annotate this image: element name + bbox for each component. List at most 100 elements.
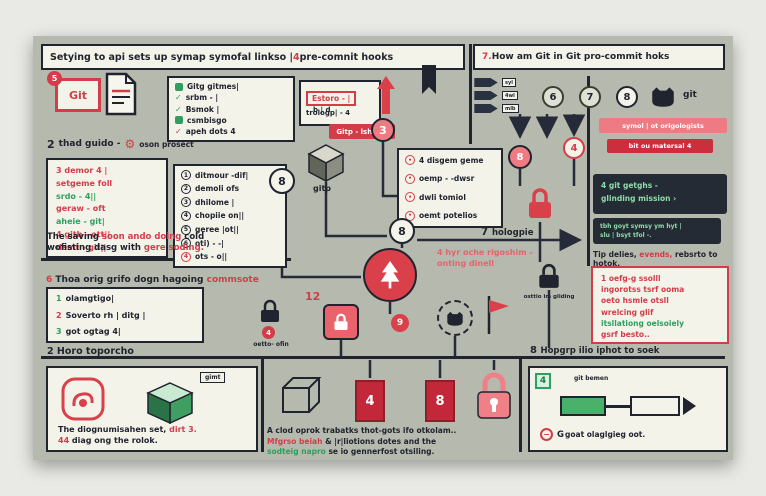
row-num: 2 (56, 310, 62, 320)
tip-seg: rebsrto to hotok. (593, 250, 718, 268)
dashed-cat-node (437, 300, 473, 336)
terminal-line: 4 git getghs - (601, 181, 658, 190)
badge-4: 4 (262, 326, 275, 339)
gitp-pill-label: Gitp - lsh oto (336, 127, 388, 136)
caption-seg: cold (181, 232, 205, 242)
node-circle-4-red: 4 (563, 137, 585, 159)
red-circle-icon: • (405, 192, 415, 203)
mid-list-label: oemt potelios (419, 211, 478, 221)
row-label: Soverto rh | ditg | (65, 310, 146, 320)
title-left-b: 4 (292, 51, 300, 63)
terminal-line: glinding mission › (601, 194, 677, 203)
pink-badge-label: symol | ot origologists (622, 121, 704, 130)
pink-lock-node (323, 304, 359, 340)
red-command-list: 3 demor 4 | setgeme foll srdo - 4|| gera… (46, 158, 168, 258)
list-item: • dwli tomiol (405, 192, 495, 203)
estoro-panel: Estoro - | trologp| - 4 (299, 80, 381, 126)
guide-row: 2 thad guido - ⚙ oson prosect (47, 136, 194, 152)
list-item: ingorotss tsrf ooma (601, 285, 685, 295)
chevron-label: syl (502, 78, 516, 87)
title-banner-right: 7. How am Git in Git pro-commit hoks (473, 44, 725, 70)
guide-after: oson prosect (139, 139, 194, 149)
caption-seg: The saving (47, 232, 102, 242)
checklist-label: Gitg gitmes| (187, 82, 239, 91)
divider-horizontal-bottom (41, 356, 725, 359)
divider-vertical-bottom-2 (519, 359, 522, 452)
mid-list-label: oemp - -dwsr (419, 174, 475, 184)
chevron-row: mlb (474, 104, 519, 113)
main-red-node (363, 248, 417, 302)
horo-text: Horo toporcho (56, 346, 134, 357)
flow-outline-box (630, 396, 680, 416)
corner-green-label: 4 (539, 376, 547, 386)
hologpie-label: 7 hologpie (481, 226, 533, 238)
number-circle: 2 (181, 183, 191, 194)
list-item: ✓Bsmok | (175, 105, 287, 114)
bl-cap-seg: diag ong the rolok. (71, 436, 158, 445)
green-check-icon: ✓ (175, 93, 182, 103)
right-red-list: 1 oefg-g ssolll ingorotss tsrf ooma oeto… (591, 266, 729, 344)
gear-icon: ⚙ (124, 137, 136, 151)
hologpie-num: 7 (481, 226, 492, 238)
mini-flow (560, 396, 696, 416)
estoro-sub-label: trologp| - 4 (306, 109, 351, 117)
number-circle-red: 4 (181, 251, 191, 262)
red-block-8: 8 (425, 380, 455, 422)
bl-cap-red: 44 (58, 436, 72, 445)
pink-line-1: 4 hyr oche rigoshim - (437, 248, 533, 257)
red-block-4-label: 4 (365, 393, 375, 409)
bm-line-3-green: sodteig napro (267, 447, 326, 456)
mid-list-label: 4 disgem geme (419, 155, 484, 165)
title-left-c: pre-comnit hooks (299, 51, 394, 63)
divider-vertical-top (469, 44, 472, 144)
list-item: wrelcing glif (601, 307, 654, 317)
bottom-right-panel: 4 git bemen − G goat olaglgieg oot. (528, 366, 728, 452)
numbered-label: dhilome | (195, 197, 235, 207)
fingerprint-icon (61, 377, 105, 421)
lock-icon-red (529, 188, 551, 218)
red-circle-icon: • (405, 155, 415, 165)
node-circle-9: 9 (391, 314, 409, 332)
bl-cap-red: dirt 3. (169, 425, 197, 434)
lock-label: oetto- ofin (253, 341, 289, 348)
list-item: 3 dhilome | (181, 197, 279, 208)
list-item: ✓apeh dots 4 (175, 127, 287, 136)
up-arrow-icon (377, 76, 395, 114)
document-icon (105, 72, 137, 116)
minus-circle-icon: − (540, 428, 553, 441)
red-check-icon: ✓ (175, 127, 182, 136)
title-banner-left: Setying to api sets up symap symofal lin… (41, 44, 465, 70)
panel6-head-red: commsote (206, 275, 259, 285)
horo-num: 2 (47, 346, 57, 357)
chevron-label: 4wl (502, 91, 518, 100)
chevron-row: syl (474, 78, 519, 87)
lock-icon-white (334, 313, 348, 330)
list-item: 1 oefg-g ssolll (601, 274, 661, 283)
title-right-text: How am Git in Git pro-commit hoks (491, 52, 670, 62)
node-circle-8a: 8 (269, 168, 295, 194)
infographic-poster: Setying to api sets up symap symofal lin… (33, 36, 733, 460)
divider-vertical-bottom-1 (261, 359, 264, 452)
terminal-line: slu | bsyt tfol -. (600, 232, 652, 239)
tip-seg-red: evends, (639, 250, 673, 259)
bottom-right-header: 8 Hopgrp ilio iphot to soek (530, 345, 659, 356)
lock-icon-dark-2 (539, 263, 559, 288)
red-block-4: 4 (355, 380, 385, 422)
flow-green-box (560, 396, 606, 416)
number-circle: 5 (181, 224, 191, 235)
checklist-label: csmbisgo (187, 115, 227, 125)
divider-vertical-right (587, 76, 590, 266)
number-circle: 3 (181, 197, 191, 208)
bl-cap-seg: The diognumisahen set, (58, 425, 170, 434)
tip-caption: Tip delies, evends, rebsrto to hotok. (593, 250, 733, 268)
pennant-flag-icon (487, 296, 509, 334)
list-item: gsrf besto.. (601, 330, 650, 340)
mid-list-label: dwli tomiol (419, 192, 466, 202)
numbered-label: oti) - -| (195, 238, 224, 248)
git-box: Git (55, 78, 101, 112)
bottom-right-caption: − G goat olaglgieg oot. (540, 428, 645, 441)
bottom-left-caption: The diognumisahen set, dirt 3. 44 diag o… (58, 424, 254, 446)
